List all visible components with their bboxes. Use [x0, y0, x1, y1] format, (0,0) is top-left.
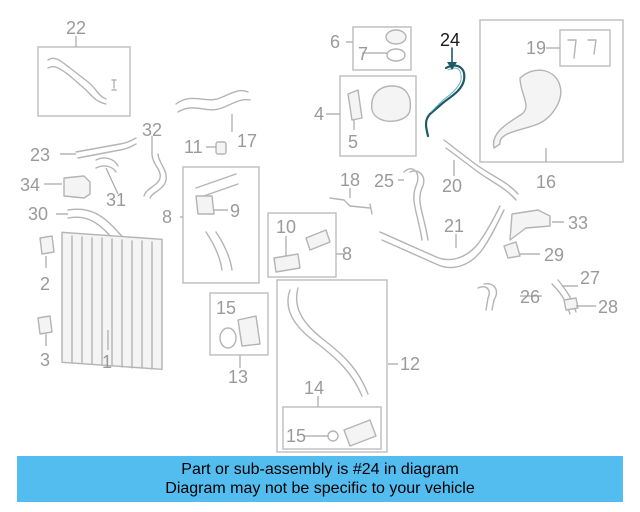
- part-26-hose: [477, 283, 498, 311]
- part-7-seal: [386, 48, 406, 62]
- label-34: 34: [20, 175, 40, 195]
- part-22-bolt: [111, 79, 117, 91]
- info-banner: Part or sub-assembly is #24 in diagram D…: [17, 456, 623, 502]
- label-11: 11: [184, 137, 203, 157]
- label-14: 14: [304, 378, 324, 398]
- part-18-sensor: [329, 197, 373, 215]
- part-21-pipe: [379, 205, 505, 269]
- label-27: 27: [580, 268, 600, 288]
- label-13: 13: [228, 367, 248, 387]
- part-10-hose: [305, 229, 331, 251]
- part-2-bracket: [39, 235, 55, 255]
- banner-line-1: Part or sub-assembly is #24 in diagram: [181, 461, 459, 478]
- label-9: 9: [230, 201, 240, 221]
- part-20-line: [443, 139, 519, 201]
- box-part-12: [276, 279, 388, 453]
- box-part-4: [339, 75, 417, 157]
- label-22: 22: [66, 18, 86, 38]
- part-19-bolts: [567, 39, 597, 59]
- part-22-hose: [47, 57, 107, 105]
- part-24-hose-highlight-inner: [430, 67, 462, 113]
- part-34-fitting: [63, 175, 91, 199]
- part-24-hose-highlighted[interactable]: [424, 64, 466, 138]
- label-23: 23: [30, 145, 50, 165]
- label-31: 31: [106, 190, 126, 210]
- part-8-hose-lower: [205, 231, 233, 271]
- part-10-connector: [273, 253, 301, 273]
- part-11-clip: [215, 141, 227, 155]
- parts-diagram: 22 17 11 32 23 31 34 30 2 3 1 8 9 10 8 1…: [20, 18, 624, 453]
- label-3: 3: [40, 350, 50, 370]
- label-5: 5: [348, 132, 358, 152]
- label-33: 33: [568, 213, 588, 233]
- part-8-hose-upper: [195, 173, 239, 199]
- label-32: 32: [142, 120, 162, 140]
- part-15-oring-b: [327, 430, 339, 442]
- box-part-13: [209, 292, 269, 356]
- label-12: 12: [400, 354, 420, 374]
- label-29: 29: [544, 245, 564, 265]
- label-6: 6: [330, 32, 340, 52]
- box-part-22: [37, 46, 131, 117]
- part-33-fitting: [509, 209, 551, 241]
- part-12-hose: [287, 287, 369, 397]
- label-18: 18: [340, 170, 360, 190]
- part-15-oring-a: [219, 327, 237, 349]
- part-4-reservoir: [371, 85, 412, 122]
- label-15b: 15: [286, 426, 306, 446]
- box-part-19: [559, 29, 611, 67]
- part-23-hose: [75, 137, 137, 159]
- part-14-fitting: [343, 419, 377, 447]
- label-7: 7: [358, 44, 368, 64]
- banner-line-2: Diagram may not be specific to your vehi…: [165, 480, 475, 497]
- label-4: 4: [314, 104, 324, 124]
- box-part-16: [479, 19, 624, 163]
- leader-lines: [44, 36, 596, 437]
- part-32-hose: [143, 153, 167, 199]
- part-29-fitting: [503, 241, 521, 259]
- part-6-cap: [385, 29, 407, 45]
- part-3-bracket: [37, 315, 53, 335]
- label-26: 26: [520, 287, 540, 307]
- box-part-14: [282, 406, 382, 450]
- label-1: 1: [102, 352, 112, 372]
- label-10: 10: [276, 217, 296, 237]
- box-part-10: [267, 212, 337, 278]
- part-9-clamp: [195, 195, 215, 215]
- part-28-clamp: [563, 297, 579, 311]
- label-25: 25: [374, 171, 394, 191]
- part-13-hose: [237, 315, 261, 347]
- label-17: 17: [237, 131, 257, 151]
- label-30: 30: [28, 204, 48, 224]
- part-25-hose: [403, 168, 429, 241]
- label-24: 24: [440, 30, 460, 50]
- label-21: 21: [444, 216, 464, 236]
- label-8a: 8: [162, 207, 172, 227]
- box-part-6: [352, 26, 412, 71]
- part-31-hose: [95, 157, 119, 173]
- part-16-pump: [492, 69, 562, 149]
- label-8b: 8: [342, 244, 352, 264]
- label-16: 16: [536, 172, 556, 192]
- label-20: 20: [442, 176, 462, 196]
- part-5-bracket: [347, 89, 363, 121]
- part-17-hose: [175, 89, 251, 113]
- label-19: 19: [526, 38, 546, 58]
- part-24-leader-arrow: [447, 62, 457, 70]
- label-2: 2: [40, 274, 50, 294]
- label-28: 28: [598, 297, 618, 317]
- box-part-8: [182, 166, 260, 284]
- part-1-radiator-fins: [71, 235, 153, 370]
- label-15a: 15: [216, 298, 236, 318]
